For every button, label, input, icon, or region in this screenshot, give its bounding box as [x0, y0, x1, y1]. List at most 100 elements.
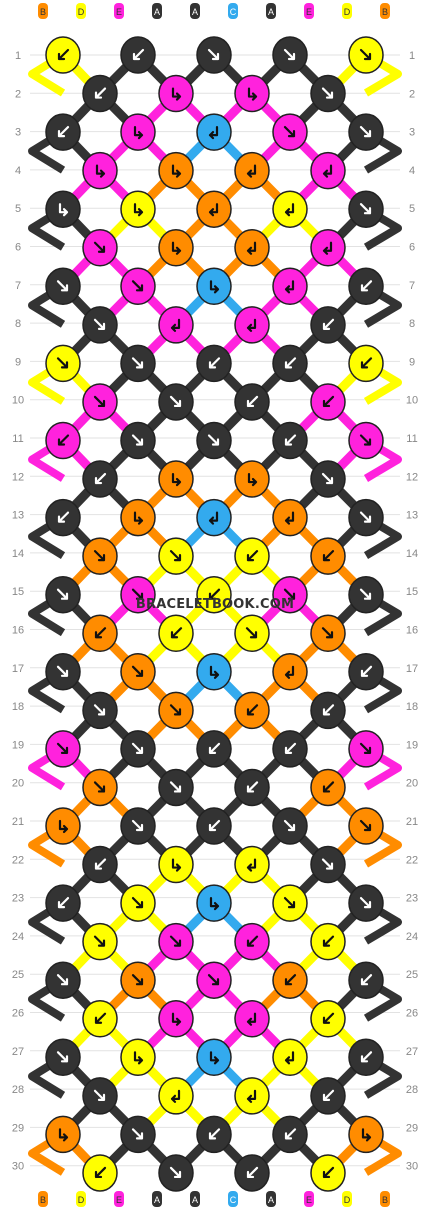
row-label-left: 3: [15, 127, 21, 139]
knot: [120, 807, 156, 845]
row-label-left: 4: [15, 165, 21, 177]
row-label-right: 2: [409, 88, 415, 100]
knot: [310, 74, 346, 113]
row-label-right: 8: [409, 318, 415, 330]
row-label-right: 14: [406, 548, 418, 560]
knot-arrow-icon: [171, 241, 182, 255]
knot-arrow-icon: [131, 588, 144, 600]
knot: [272, 498, 308, 537]
string-tab: [38, 3, 48, 19]
knot-arrow-icon: [208, 126, 219, 140]
string-tab: [304, 3, 314, 19]
knot-arrow-icon: [209, 896, 220, 911]
knot: [45, 267, 81, 306]
knot-arrow-icon: [246, 935, 259, 947]
knot-arrow-icon: [284, 511, 295, 525]
row-label-left: 18: [12, 701, 24, 713]
knot: [196, 498, 232, 537]
knot-arrow-icon: [93, 704, 106, 716]
knot: [82, 614, 118, 652]
knot: [348, 1115, 384, 1154]
knot: [348, 498, 384, 537]
knot-arrow-icon: [171, 472, 182, 487]
knot: [196, 807, 232, 845]
string-label-top: D: [344, 7, 351, 17]
knot-arrow-icon: [359, 742, 372, 755]
knot-arrow-icon: [208, 357, 221, 369]
knot: [82, 691, 118, 730]
row-label-left: 14: [12, 548, 24, 560]
knot-arrow-icon: [284, 203, 295, 217]
knot: [196, 267, 232, 306]
knot: [120, 113, 156, 151]
string-tab: [152, 1191, 162, 1207]
knot-arrow-icon: [247, 472, 258, 487]
knot: [348, 421, 384, 460]
knot: [158, 691, 194, 730]
row-label-right: 7: [409, 280, 415, 292]
row-label-right: 17: [406, 663, 418, 675]
string-tab: [190, 1191, 200, 1207]
knot: [310, 614, 346, 652]
knot-arrow-icon: [171, 1012, 182, 1026]
knot-arrow-icon: [94, 472, 107, 485]
knot: [45, 113, 81, 151]
knot: [158, 1077, 194, 1115]
knot: [120, 961, 156, 999]
row-label-right: 12: [406, 471, 418, 483]
knot-arrow-icon: [284, 742, 297, 755]
knot-arrow-icon: [209, 1051, 220, 1065]
knot: [234, 306, 270, 344]
knot: [348, 961, 384, 999]
knot: [120, 575, 156, 614]
knot: [196, 113, 232, 151]
row-label-left: 21: [12, 816, 24, 828]
knot-arrow-icon: [94, 1012, 107, 1024]
knot-arrow-icon: [246, 241, 257, 255]
knot-arrow-icon: [322, 1089, 335, 1101]
knot: [310, 306, 346, 344]
knot: [45, 961, 81, 999]
knot-arrow-icon: [322, 318, 335, 330]
knot-arrow-icon: [246, 704, 259, 716]
row-label-left: 5: [15, 203, 21, 215]
knot: [310, 537, 346, 575]
string-tab: [228, 1191, 238, 1207]
row-label-left: 20: [12, 778, 24, 790]
row-label-right: 27: [406, 1046, 418, 1058]
knot-arrow-icon: [93, 318, 106, 330]
string-label-top: A: [154, 7, 160, 17]
knot: [272, 730, 308, 768]
knot: [82, 768, 118, 807]
knot: [45, 344, 81, 383]
knot: [45, 1038, 81, 1077]
knot: [45, 653, 81, 691]
knot: [120, 267, 156, 306]
string-label-bottom: D: [344, 1195, 351, 1205]
knot: [234, 922, 270, 961]
knot-arrow-icon: [169, 1166, 182, 1179]
knot-arrow-icon: [56, 665, 69, 677]
knot-arrow-icon: [360, 665, 373, 677]
string-label-bottom: E: [306, 1195, 312, 1205]
row-label-right: 5: [409, 203, 415, 215]
knot-arrow-icon: [169, 935, 182, 947]
knot-arrow-icon: [359, 511, 372, 523]
knot-arrow-icon: [57, 48, 70, 61]
knot: [272, 653, 308, 691]
knot-arrow-icon: [170, 1089, 181, 1103]
knot-arrow-icon: [246, 1089, 257, 1103]
row-label-left: 30: [12, 1161, 24, 1173]
knot-arrow-icon: [133, 1051, 144, 1065]
string-label-top: B: [382, 7, 388, 17]
knot-arrow-icon: [170, 318, 181, 332]
knot-arrow-icon: [208, 511, 219, 525]
knot: [310, 922, 346, 961]
knot-arrow-icon: [359, 126, 372, 138]
knot: [196, 1115, 232, 1154]
string-tab: [76, 1191, 86, 1207]
string-label-top: A: [268, 7, 274, 17]
knot-arrow-icon: [131, 280, 144, 292]
row-label-right: 30: [406, 1161, 418, 1173]
knot-arrow-icon: [57, 434, 70, 446]
